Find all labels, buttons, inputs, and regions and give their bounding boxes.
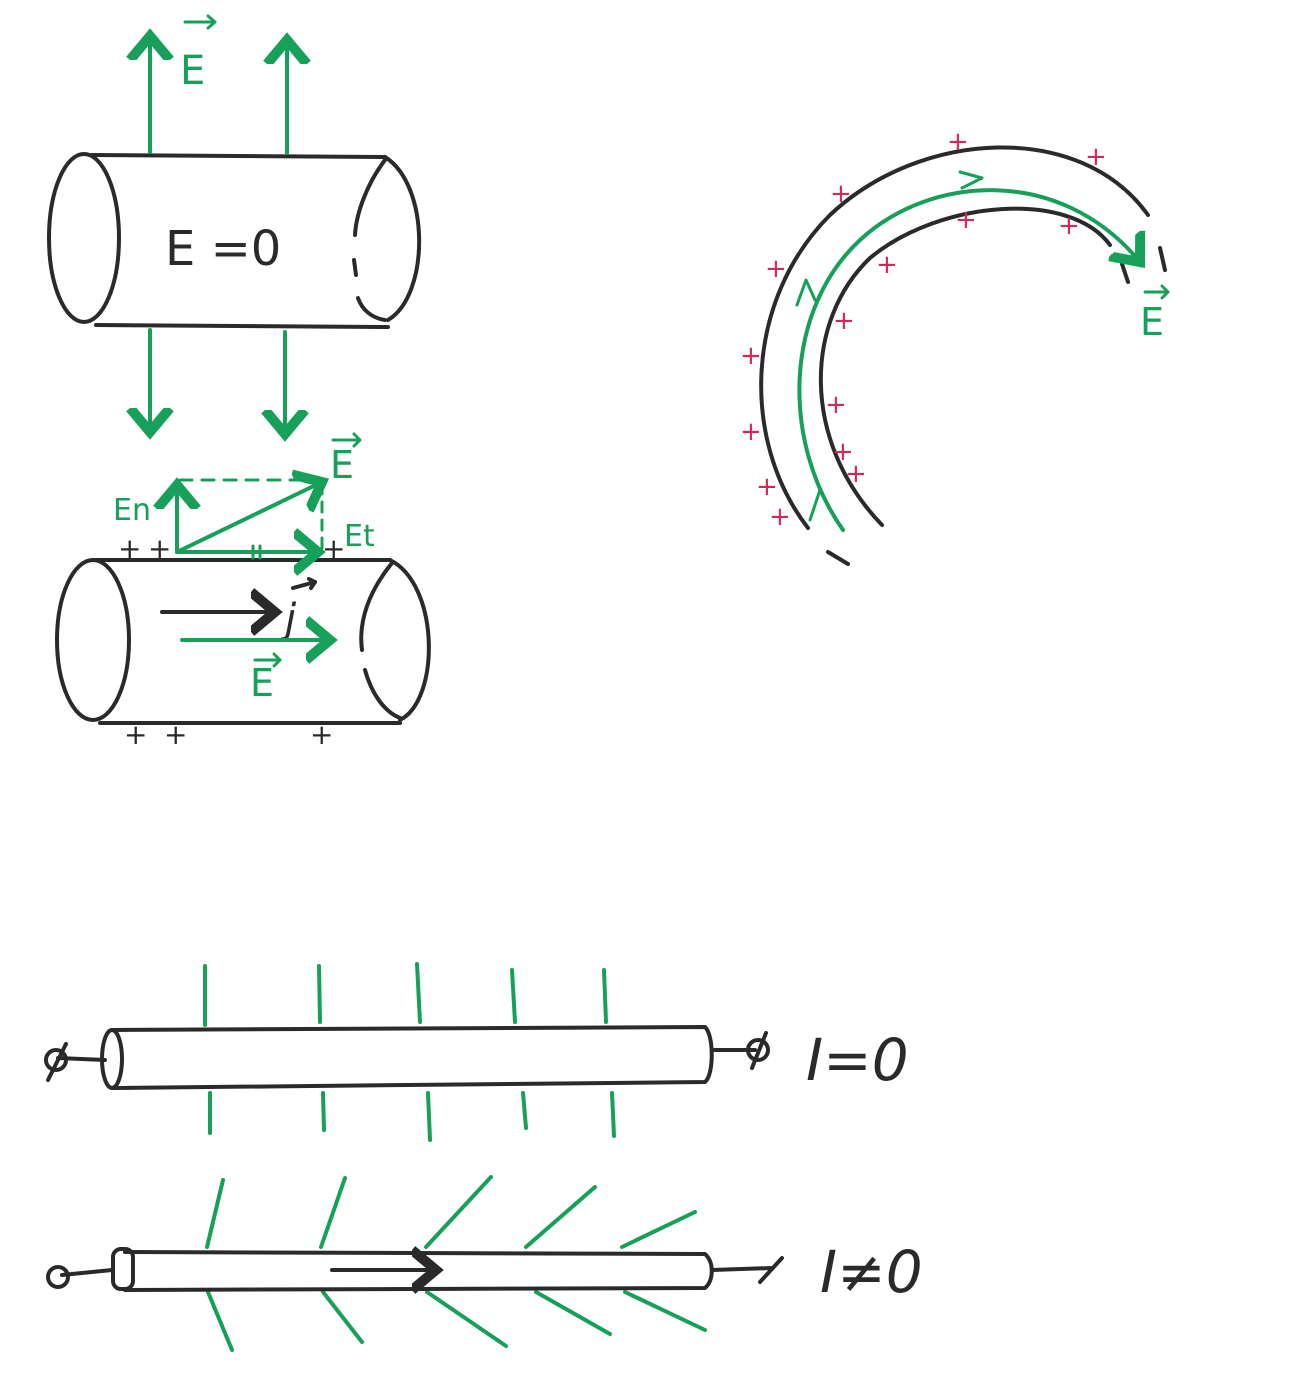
charge-plus: + bbox=[756, 472, 778, 502]
current-density-label: j bbox=[280, 596, 297, 642]
charge-plus: + bbox=[830, 179, 852, 209]
charge-plus: + bbox=[765, 254, 787, 284]
bent-wire-body bbox=[759, 145, 1167, 566]
normal-component-label: En bbox=[113, 493, 151, 528]
surface-charges: + + + + + + bbox=[118, 532, 345, 751]
charge-plus: + bbox=[845, 459, 867, 489]
static-field-arrows bbox=[150, 36, 287, 434]
current-density-vector-mark bbox=[291, 577, 317, 590]
static-field-label: E bbox=[180, 48, 205, 94]
wire-no-current: I=0 bbox=[44, 962, 909, 1142]
charge-plus: + bbox=[955, 205, 977, 235]
charge-plus: + bbox=[876, 250, 898, 280]
bent-wire-field-label: E bbox=[1140, 300, 1164, 344]
internal-field-vector-mark bbox=[253, 652, 282, 668]
field-direction-mark bbox=[795, 278, 817, 307]
charge-plus: + bbox=[740, 341, 762, 371]
wire-with-current-label: I≠0 bbox=[820, 1238, 923, 1306]
internal-field-arrow: E bbox=[180, 640, 330, 705]
internal-field-label: E bbox=[250, 661, 274, 705]
bent-wire-field-vector-mark bbox=[1143, 284, 1170, 300]
current-cylinder-body bbox=[55, 558, 431, 725]
charge-plus: + bbox=[833, 306, 855, 336]
charge-plus: + bbox=[164, 718, 187, 751]
current-density-arrow: j bbox=[160, 577, 317, 642]
bent-wire: E + + + + + + + + + + + + + + + bbox=[740, 127, 1170, 566]
wire-with-current-field-lines bbox=[205, 1175, 707, 1352]
field-direction-mark bbox=[958, 170, 984, 190]
charge-plus: + bbox=[124, 718, 147, 751]
charge-plus: + bbox=[1085, 142, 1107, 172]
wire-with-current-body bbox=[46, 1247, 784, 1292]
charge-plus: + bbox=[832, 437, 854, 467]
charge-plus: + bbox=[947, 127, 969, 157]
static-cylinder: E E =0 bbox=[47, 14, 422, 434]
charge-plus: + bbox=[740, 417, 762, 447]
field-direction-mark bbox=[808, 488, 830, 522]
tangential-component-label: Et bbox=[344, 519, 375, 554]
charge-plus: + bbox=[118, 532, 141, 565]
static-inside-label: E =0 bbox=[165, 221, 281, 277]
parallel-tick bbox=[251, 544, 262, 560]
field-decomposition: En Et E bbox=[113, 432, 375, 560]
charge-plus: + bbox=[310, 718, 333, 751]
charge-plus: + bbox=[825, 390, 847, 420]
static-field-vector-mark bbox=[183, 14, 217, 30]
total-field-label: E bbox=[330, 443, 354, 487]
charge-plus: + bbox=[769, 502, 791, 532]
current-cylinder: En Et E j E + + + + + + bbox=[55, 432, 431, 751]
charge-plus: + bbox=[1058, 211, 1080, 241]
charge-plus: + bbox=[322, 532, 345, 565]
charge-plus: + bbox=[148, 532, 171, 565]
total-field-vector-mark bbox=[331, 432, 362, 448]
static-cylinder-body bbox=[47, 152, 422, 329]
bent-wire-charges: + + + + + + + + + + + + + + + bbox=[740, 127, 1107, 532]
wire-with-current: I≠0 bbox=[46, 1175, 923, 1352]
wire-no-current-label: I=0 bbox=[806, 1026, 909, 1094]
wire-no-current-body bbox=[44, 1025, 770, 1090]
bent-wire-field bbox=[795, 170, 1140, 532]
wire-no-current-field-lines bbox=[203, 962, 616, 1142]
